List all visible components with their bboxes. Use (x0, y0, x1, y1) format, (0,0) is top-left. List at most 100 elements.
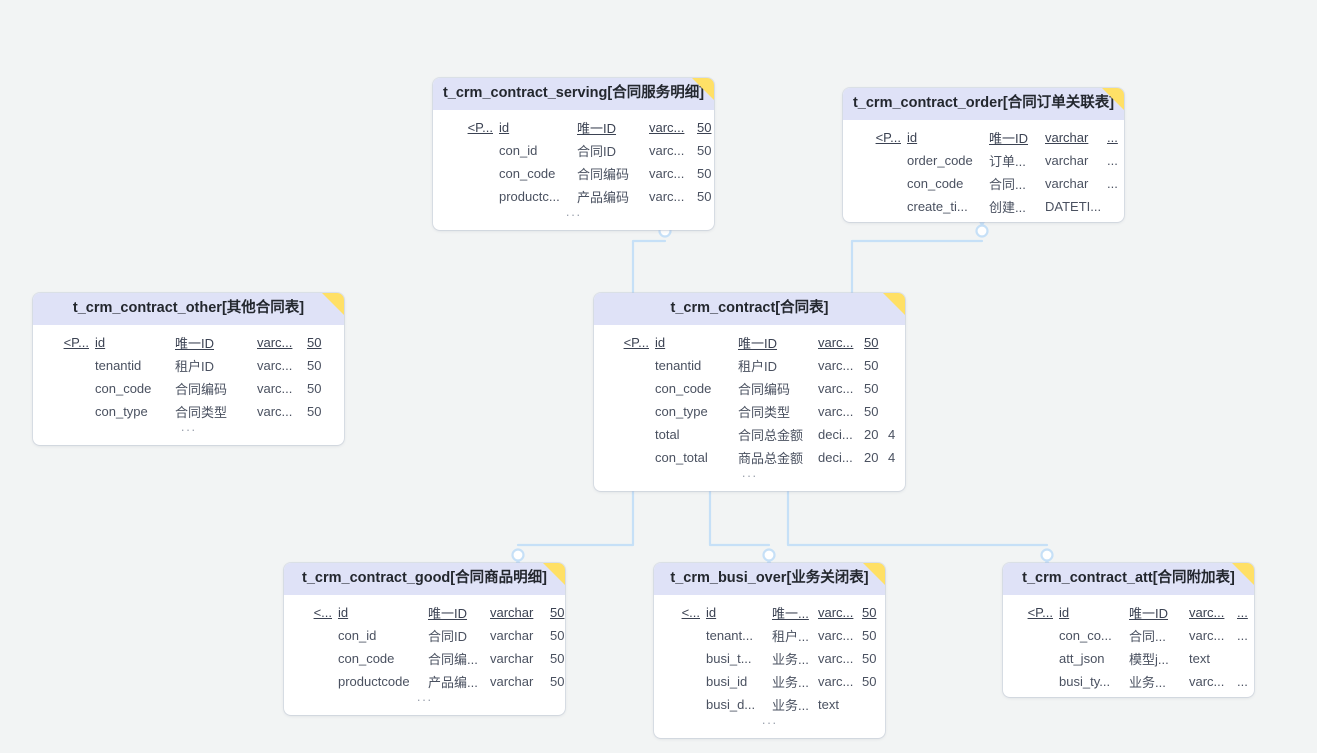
column-name: con_co... (1059, 627, 1112, 643)
column-length: 50 (550, 650, 565, 666)
table-title: t_crm_contract[合同表] (670, 300, 829, 316)
column-name: con_type (95, 403, 148, 419)
column-row[interactable]: busi_d...业务...text (654, 693, 885, 716)
column-type: deci... (818, 426, 853, 442)
table-title: t_crm_busi_over[业务关闭表] (670, 570, 869, 586)
table-title: t_crm_contract_other[其他合同表] (72, 300, 305, 316)
relation-contract-busiover (700, 476, 777, 574)
column-comment: 唯一ID (175, 335, 215, 351)
corner-fold-icon (883, 293, 905, 315)
column-length: 50 (864, 357, 879, 373)
column-name: con_code (338, 650, 395, 666)
column-comment: 业务... (1129, 674, 1166, 690)
column-decimal: 4 (888, 426, 896, 442)
column-key: <... (681, 604, 700, 620)
column-comment: 唯一ID (989, 130, 1029, 146)
column-row[interactable]: busi_t...业务...varc...50 (654, 647, 885, 670)
corner-fold-icon (1232, 563, 1254, 585)
column-comment: 合同编码 (738, 381, 791, 397)
column-comment: 合同类型 (738, 404, 791, 420)
more-columns-indicator[interactable]: ··· (565, 206, 582, 222)
column-name: tenantid (655, 357, 702, 373)
column-name: create_ti... (907, 198, 968, 214)
column-type: text (818, 696, 839, 712)
column-length: 50 (697, 142, 712, 158)
column-length: ... (1107, 152, 1118, 168)
column-type: varc... (257, 357, 293, 373)
table-header-t_crm_contract_other[interactable]: t_crm_contract_other[其他合同表] (33, 293, 344, 325)
corner-fold-icon (1102, 88, 1124, 110)
column-length: 50 (550, 673, 565, 689)
column-row[interactable]: con_co...合同...varc...... (1003, 624, 1254, 647)
column-type: varchar (490, 650, 534, 666)
column-name: id (1059, 604, 1070, 620)
column-length: 20 (864, 449, 879, 465)
column-type: varchar (1045, 152, 1089, 168)
column-comment: 业务... (772, 651, 809, 667)
column-type: DATETI... (1045, 198, 1102, 214)
column-length: 50 (550, 604, 565, 620)
column-name: busi_id (706, 673, 748, 689)
column-comment: 唯一ID (738, 335, 778, 351)
column-name: con_id (338, 627, 377, 643)
table-header-t_crm_contract_good[interactable]: t_crm_contract_good[合同商品明细] (284, 563, 565, 595)
more-columns-indicator[interactable]: ··· (180, 421, 197, 437)
column-key: <P... (875, 129, 901, 145)
column-type: varchar (1045, 175, 1089, 191)
column-type: varc... (818, 673, 854, 689)
column-type: varc... (257, 380, 293, 396)
column-row[interactable]: busi_ty...业务...varc...... (1003, 670, 1254, 693)
more-columns-indicator[interactable]: ··· (761, 714, 778, 730)
table-header-t_crm_contract_serving[interactable]: t_crm_contract_serving[合同服务明细] (433, 78, 714, 110)
table-header-t_crm_contract_att[interactable]: t_crm_contract_att[合同附加表] (1003, 563, 1254, 595)
more-columns-indicator[interactable]: ··· (741, 467, 758, 483)
column-comment: 合同... (989, 176, 1026, 192)
table-title: t_crm_contract_order[合同订单关联表] (852, 95, 1115, 111)
table-header-t_crm_contract[interactable]: t_crm_contract[合同表] (594, 293, 905, 325)
table-header-t_crm_busi_over[interactable]: t_crm_busi_over[业务关闭表] (654, 563, 885, 595)
column-key: <P... (1027, 604, 1053, 620)
more-columns-indicator[interactable]: ··· (416, 691, 433, 707)
column-type: varc... (818, 357, 854, 373)
column-row[interactable]: create_ti...创建...DATETI... (843, 195, 1124, 218)
table-header-t_crm_contract_order[interactable]: t_crm_contract_order[合同订单关联表] (843, 88, 1124, 120)
column-comment: 合同编码 (175, 381, 228, 397)
column-row[interactable]: tenant...租户...varc...50 (654, 624, 885, 647)
column-comment: 产品编码 (577, 189, 630, 205)
